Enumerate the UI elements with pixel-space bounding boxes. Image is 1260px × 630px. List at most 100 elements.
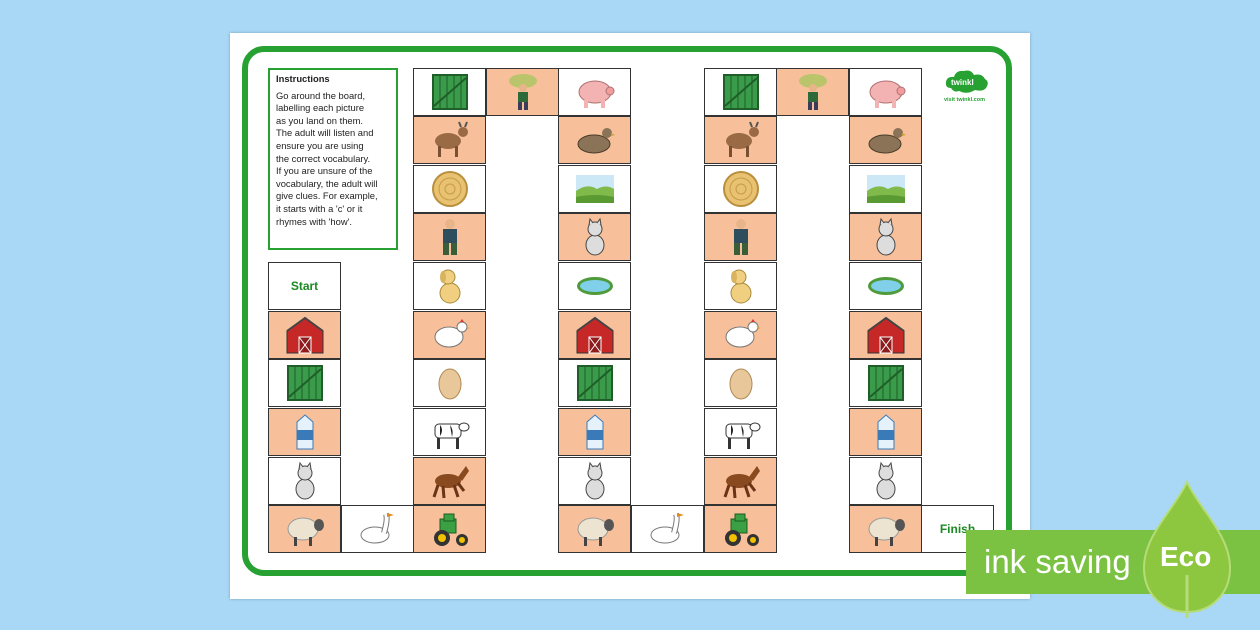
hen-icon	[434, 319, 470, 348]
board-square	[413, 408, 486, 456]
cat-icon	[585, 461, 604, 500]
dog-icon	[730, 269, 751, 304]
instructions-line: labelling each picture	[276, 102, 365, 114]
instructions-line: If you are unsure of the	[276, 165, 373, 177]
board-square	[413, 262, 486, 310]
board-square	[704, 165, 777, 213]
duck-icon	[577, 128, 615, 154]
cow-icon	[725, 422, 760, 449]
instructions-line: ensure you are using	[276, 139, 364, 151]
board-square	[704, 505, 777, 553]
field-icon	[575, 175, 614, 203]
board-square	[704, 116, 777, 164]
gate-icon	[431, 74, 468, 110]
instructions-line: the correct vocabulary.	[276, 152, 371, 164]
gate-icon	[722, 74, 759, 110]
board-square	[413, 505, 486, 553]
board-square	[631, 505, 704, 553]
start-label: Start	[290, 279, 319, 293]
board-square	[849, 262, 922, 310]
board-square	[268, 408, 341, 456]
horse-icon	[723, 466, 760, 499]
goat-icon	[434, 121, 468, 157]
board-square	[704, 262, 777, 310]
board-square	[849, 311, 922, 359]
board-square	[558, 68, 631, 116]
goose-icon	[360, 512, 394, 544]
cat-icon	[585, 217, 604, 256]
board-square	[558, 311, 631, 359]
board-square	[849, 68, 922, 116]
egg-icon	[438, 368, 461, 400]
board-square	[413, 116, 486, 164]
board-square	[558, 457, 631, 505]
sheep-icon	[868, 517, 905, 546]
board-square	[558, 505, 631, 553]
logo-subtitle: visit twinkl.com	[944, 97, 985, 103]
board-square	[413, 457, 486, 505]
hay-bale-icon	[722, 171, 759, 207]
sheep-icon	[577, 517, 614, 546]
board-square	[268, 457, 341, 505]
farmer-with-hay-icon	[508, 74, 537, 110]
instructions-line: it starts with a 'c' or it	[276, 202, 363, 214]
gate-icon	[576, 365, 613, 401]
milk-carton-icon	[296, 414, 313, 450]
board-square	[558, 165, 631, 213]
board-square	[704, 408, 777, 456]
board-square	[776, 68, 849, 116]
instructions-line: vocabulary, the adult will	[276, 177, 378, 189]
start-square: Start	[268, 262, 341, 310]
hay-bale-icon	[431, 171, 468, 207]
barn-icon	[285, 316, 324, 354]
twinkl-logo-icon: twinkl	[945, 70, 988, 93]
pond-icon	[867, 277, 904, 295]
gate-icon	[286, 365, 323, 401]
board-square	[849, 165, 922, 213]
board-square	[849, 408, 922, 456]
farmer-icon	[733, 219, 748, 255]
board-square	[849, 457, 922, 505]
board-square	[413, 359, 486, 407]
cow-icon	[434, 422, 469, 449]
cat-icon	[876, 217, 895, 256]
pond-icon	[576, 277, 613, 295]
board-square	[558, 116, 631, 164]
instructions-line: rhymes with 'how'.	[276, 215, 352, 227]
duck-icon	[868, 128, 906, 154]
eco-label: Eco	[1160, 541, 1212, 572]
hen-icon	[725, 319, 761, 348]
board-frame	[242, 46, 1012, 576]
board-square	[413, 165, 486, 213]
milk-carton-icon	[877, 414, 894, 450]
board-square	[413, 213, 486, 261]
instructions-box: Instructions Go around the board, labell…	[268, 68, 398, 250]
pig-icon	[869, 80, 905, 108]
board-square	[558, 359, 631, 407]
ink-saving-label: ink saving	[984, 543, 1131, 580]
board-square	[268, 359, 341, 407]
field-icon	[866, 175, 905, 203]
instructions-line: as you land on them.	[276, 114, 364, 126]
board-square	[558, 213, 631, 261]
board-square	[704, 213, 777, 261]
board-square	[558, 262, 631, 310]
sheep-icon	[287, 517, 324, 546]
board-square	[704, 359, 777, 407]
board-square	[268, 505, 341, 553]
horse-icon	[432, 466, 469, 499]
tractor-icon	[433, 513, 468, 546]
dog-icon	[439, 269, 460, 304]
barn-icon	[575, 316, 614, 354]
milk-carton-icon	[586, 414, 603, 450]
cat-icon	[876, 461, 895, 500]
gate-icon	[867, 365, 904, 401]
board-square	[704, 68, 777, 116]
cat-icon	[295, 461, 314, 500]
board-square	[849, 359, 922, 407]
tractor-icon	[724, 513, 759, 546]
board-square	[704, 311, 777, 359]
board-square	[704, 457, 777, 505]
logo-text: twinkl	[951, 78, 974, 87]
board-square	[849, 213, 922, 261]
